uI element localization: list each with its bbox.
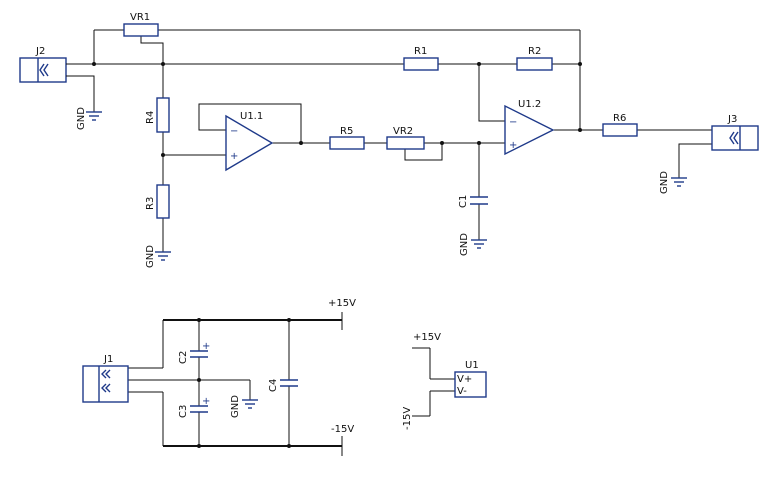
resistor-r2: R2	[516, 46, 553, 71]
c3-polarity: +	[202, 396, 210, 407]
ground-symbol-c1: GND	[459, 233, 487, 256]
pos15-label: +15V	[328, 298, 356, 309]
opamp-power-u1: V+ V- U1 +15V -15V	[402, 332, 487, 430]
r1-label: R1	[414, 46, 427, 57]
u1-1-minus-pin: −	[230, 126, 238, 137]
c1-label: C1	[458, 195, 469, 208]
gnd-label-j2: GND	[76, 107, 87, 130]
capacitor-c2: + C2	[178, 341, 210, 364]
resistor-r4: R4	[145, 97, 170, 133]
gnd-label-c1: GND	[459, 233, 470, 256]
wires-top	[66, 29, 712, 252]
j3-label: J3	[727, 114, 737, 125]
r6-label: R6	[613, 113, 626, 124]
opamp-u1-2: − + U1.2	[504, 99, 555, 156]
r4-label: R4	[145, 111, 156, 124]
connector-j1: J1	[82, 354, 129, 403]
u1-vplus-pin: V+	[457, 374, 472, 385]
u1-vminus-pin: V-	[457, 386, 467, 397]
capacitor-c4: C4	[268, 379, 298, 392]
r5-label: R5	[340, 126, 353, 137]
u1-1-plus-pin: +	[230, 151, 238, 162]
u1-label: U1	[465, 360, 479, 371]
capacitor-c1: C1	[458, 195, 488, 208]
resistor-r6: R6	[602, 113, 638, 137]
c3-label: C3	[178, 405, 189, 418]
ground-symbol-power: GND	[230, 395, 258, 418]
u1-pos15-label: +15V	[413, 332, 441, 343]
gnd-label-power: GND	[230, 395, 241, 418]
u1-neg15-label: -15V	[402, 407, 413, 430]
junctions-power	[197, 318, 291, 448]
neg15-label: -15V	[331, 424, 354, 435]
vr2-label: VR2	[393, 126, 413, 137]
potentiometer-vr2: VR2	[386, 126, 425, 150]
c2-polarity: +	[202, 341, 210, 352]
r2-label: R2	[528, 46, 541, 57]
u1-2-plus-pin: +	[509, 140, 517, 151]
gnd-label-j3: GND	[659, 171, 670, 194]
junctions-top	[92, 62, 582, 157]
u1-2-minus-pin: −	[509, 117, 517, 128]
ground-symbol-r3: GND	[145, 245, 171, 268]
c4-label: C4	[268, 379, 279, 392]
c2-label: C2	[178, 351, 189, 364]
u1-2-label: U1.2	[518, 99, 541, 110]
vr1-label: VR1	[130, 12, 150, 23]
connector-j3: J3	[711, 114, 759, 151]
gnd-label-r3: GND	[145, 245, 156, 268]
resistor-r5: R5	[329, 126, 365, 150]
u1-1-label: U1.1	[240, 111, 263, 122]
j1-label: J1	[103, 354, 113, 365]
ground-symbol-j3: GND	[659, 171, 687, 194]
capacitor-c3: + C3	[178, 396, 210, 418]
opamp-u1-1: − + U1.1	[225, 111, 274, 172]
j2-label: J2	[35, 46, 45, 57]
connector-j2: J2	[19, 46, 67, 83]
resistor-r3: R3	[145, 184, 170, 219]
resistor-r1: R1	[403, 46, 439, 71]
ground-symbol-j2: GND	[76, 107, 102, 130]
r3-label: R3	[145, 197, 156, 210]
wires-power	[128, 312, 343, 456]
potentiometer-vr1: VR1	[123, 12, 159, 37]
